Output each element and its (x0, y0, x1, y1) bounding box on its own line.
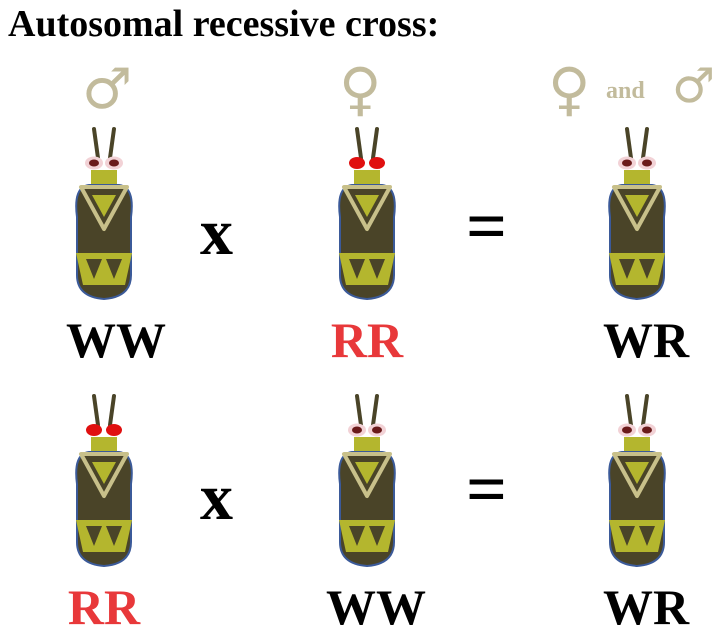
cross-operator: x (200, 196, 233, 269)
female-symbol-icon: ♀ (339, 55, 382, 123)
equals-operator: = (466, 186, 508, 266)
genotype-label: RR (330, 312, 404, 368)
equals-operator: = (466, 449, 508, 529)
insect-parent2-row2 (330, 392, 404, 572)
male-symbol-icon: ♂ (82, 57, 133, 122)
insect-offspring-row1 (600, 125, 674, 305)
genotype-label: WW (326, 579, 426, 635)
male-symbol-icon: ♂ (672, 58, 716, 114)
insect-parent1-row1 (67, 125, 141, 305)
insect-parent1-row2 (67, 392, 141, 572)
genotype-label: WR (602, 312, 690, 368)
insect-parent2-row1 (330, 125, 404, 305)
insect-offspring-row2 (600, 392, 674, 572)
eye-icon (369, 157, 385, 169)
eye-icon (106, 424, 122, 436)
genotype-label: WR (602, 579, 690, 635)
eye-icon (349, 157, 365, 169)
eye-icon (86, 424, 102, 436)
cross-operator: x (200, 461, 233, 534)
and-label: and (606, 78, 645, 104)
genotype-label: WW (66, 312, 166, 368)
female-symbol-icon: ♀ (548, 55, 591, 123)
diagram-title: Autosomal recessive cross: (8, 3, 440, 45)
genotype-label: RR (67, 579, 141, 635)
